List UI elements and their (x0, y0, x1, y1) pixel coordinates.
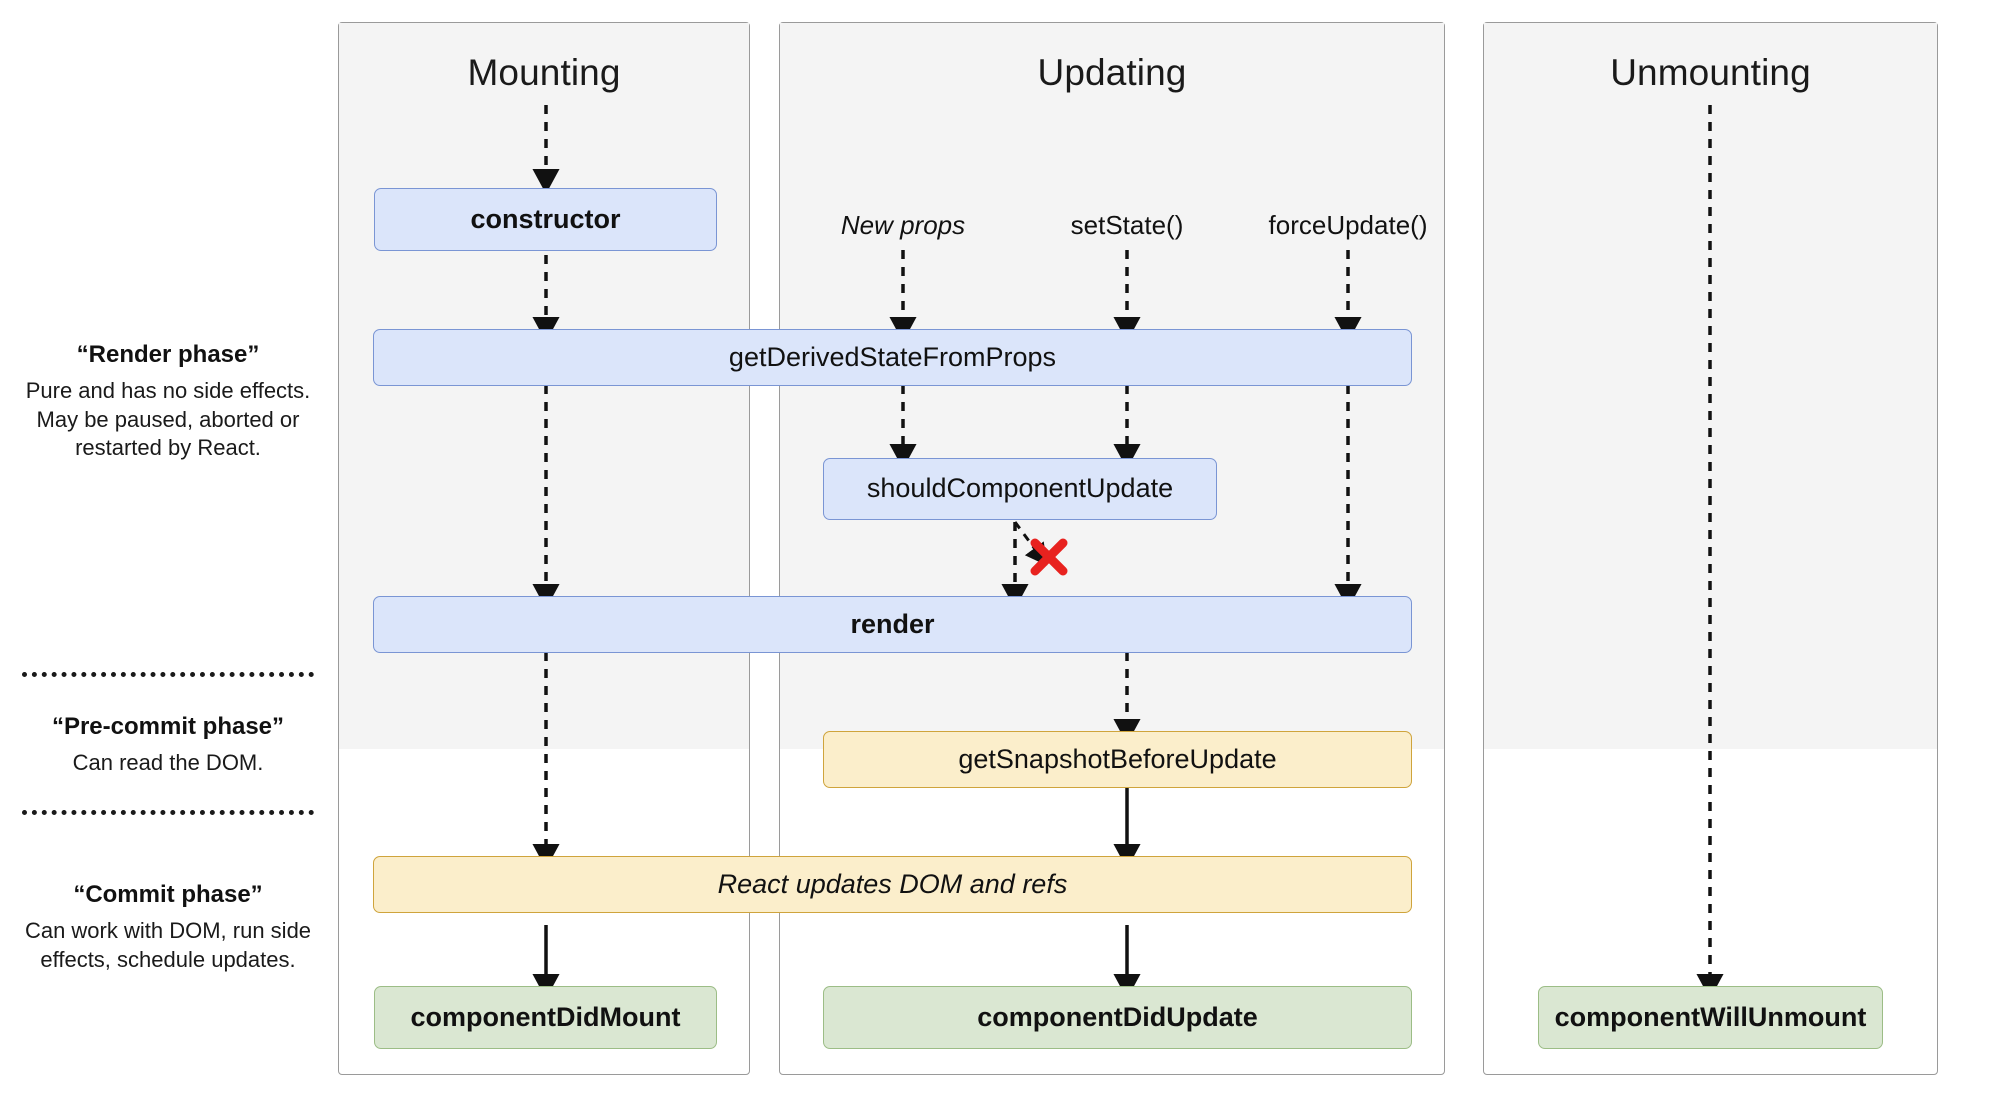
lifecycle-box-constructor[interactable]: constructor (374, 188, 717, 251)
phase-divider-bottom (22, 810, 314, 815)
trigger-label-new-props: New props (840, 210, 966, 240)
phase-legend-commit-title: “Commit phase” (73, 881, 263, 908)
trigger-label-set-state: setState() (1070, 210, 1184, 240)
phase-legend-commit-body: Can work with DOM, run side effects, sch… (24, 918, 312, 972)
lifecycle-box-react-updates-dom-and-refs[interactable]: React updates DOM and refs (373, 856, 1412, 913)
lifecycle-box-get-snapshot-before-update[interactable]: getSnapshotBeforeUpdate (823, 731, 1412, 788)
phase-legend-pre-commit: “Pre-commit phase” Can read the DOM. (22, 712, 314, 778)
phase-legend-pre-commit-body: Can read the DOM. (72, 750, 264, 775)
lifecycle-box-component-did-update[interactable]: componentDidUpdate (823, 986, 1412, 1049)
phase-legend-render: “Render phase” Pure and has no side effe… (22, 340, 314, 463)
phase-legend-commit: “Commit phase” Can work with DOM, run si… (22, 880, 314, 974)
trigger-label-force-update: forceUpdate() (1268, 210, 1428, 240)
skip-render-x-icon (1027, 535, 1071, 579)
column-title-unmounting: Unmounting (1610, 52, 1811, 93)
lifecycle-box-render[interactable]: render (373, 596, 1412, 653)
lifecycle-box-component-did-mount[interactable]: componentDidMount (374, 986, 717, 1049)
phase-divider-top (22, 672, 314, 677)
column-title-updating: Updating (1037, 52, 1187, 93)
lifecycle-box-should-component-update[interactable]: shouldComponentUpdate (823, 458, 1217, 520)
lifecycle-box-component-will-unmount[interactable]: componentWillUnmount (1538, 986, 1883, 1049)
phase-legend-render-title: “Render phase” (76, 341, 260, 368)
column-title-mounting: Mounting (467, 52, 621, 93)
phase-legend-pre-commit-title: “Pre-commit phase” (51, 713, 285, 740)
phase-legend-render-body: Pure and has no side effects. May be pau… (25, 378, 311, 461)
lifecycle-box-get-derived-state-from-props[interactable]: getDerivedStateFromProps (373, 329, 1412, 386)
